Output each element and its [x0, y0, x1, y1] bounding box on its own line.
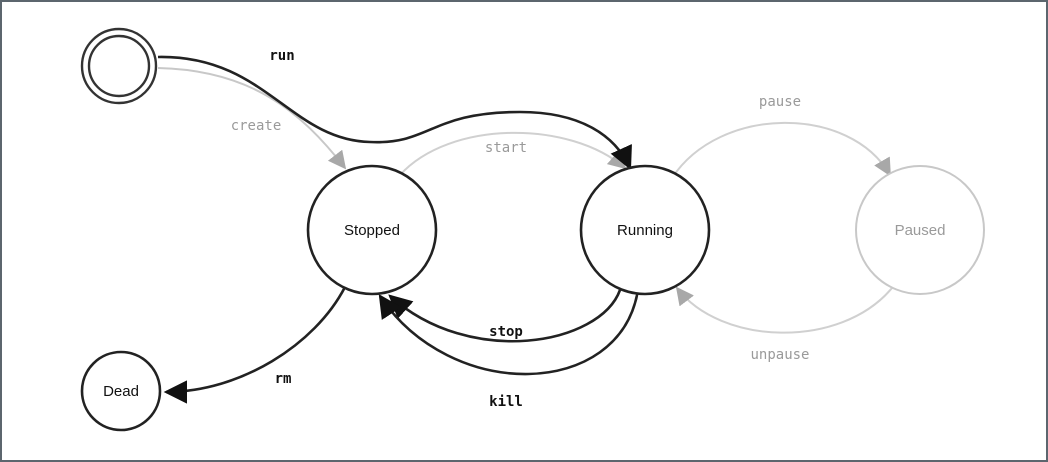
edge-label-unpause: unpause [750, 347, 809, 363]
edge-run [157, 55, 632, 171]
edge-create [157, 67, 347, 170]
node-running: Running [579, 164, 711, 296]
edge-unpause [675, 286, 893, 334]
node-dead-label: Dead [103, 383, 139, 400]
edge-label-run: run [269, 48, 294, 64]
edge-label-kill: kill [489, 394, 523, 410]
node-stopped-label: Stopped [344, 222, 400, 239]
edge-start [399, 131, 627, 176]
edge-kill [378, 289, 640, 376]
edge-label-rm: rm [275, 371, 292, 387]
node-paused: Paused [855, 165, 985, 295]
edge-pause [671, 121, 891, 179]
node-dead: Dead [80, 350, 162, 432]
edge-label-stop: stop [489, 324, 523, 340]
edge-stop [388, 289, 622, 343]
edge-label-create: create [231, 118, 282, 134]
initial-state-node [80, 27, 158, 105]
edge-label-pause: pause [759, 94, 801, 110]
node-stopped: Stopped [306, 164, 438, 296]
node-running-label: Running [617, 222, 673, 239]
edge-rm [163, 286, 347, 404]
node-paused-label: Paused [895, 222, 946, 239]
edge-label-start: start [485, 140, 527, 156]
